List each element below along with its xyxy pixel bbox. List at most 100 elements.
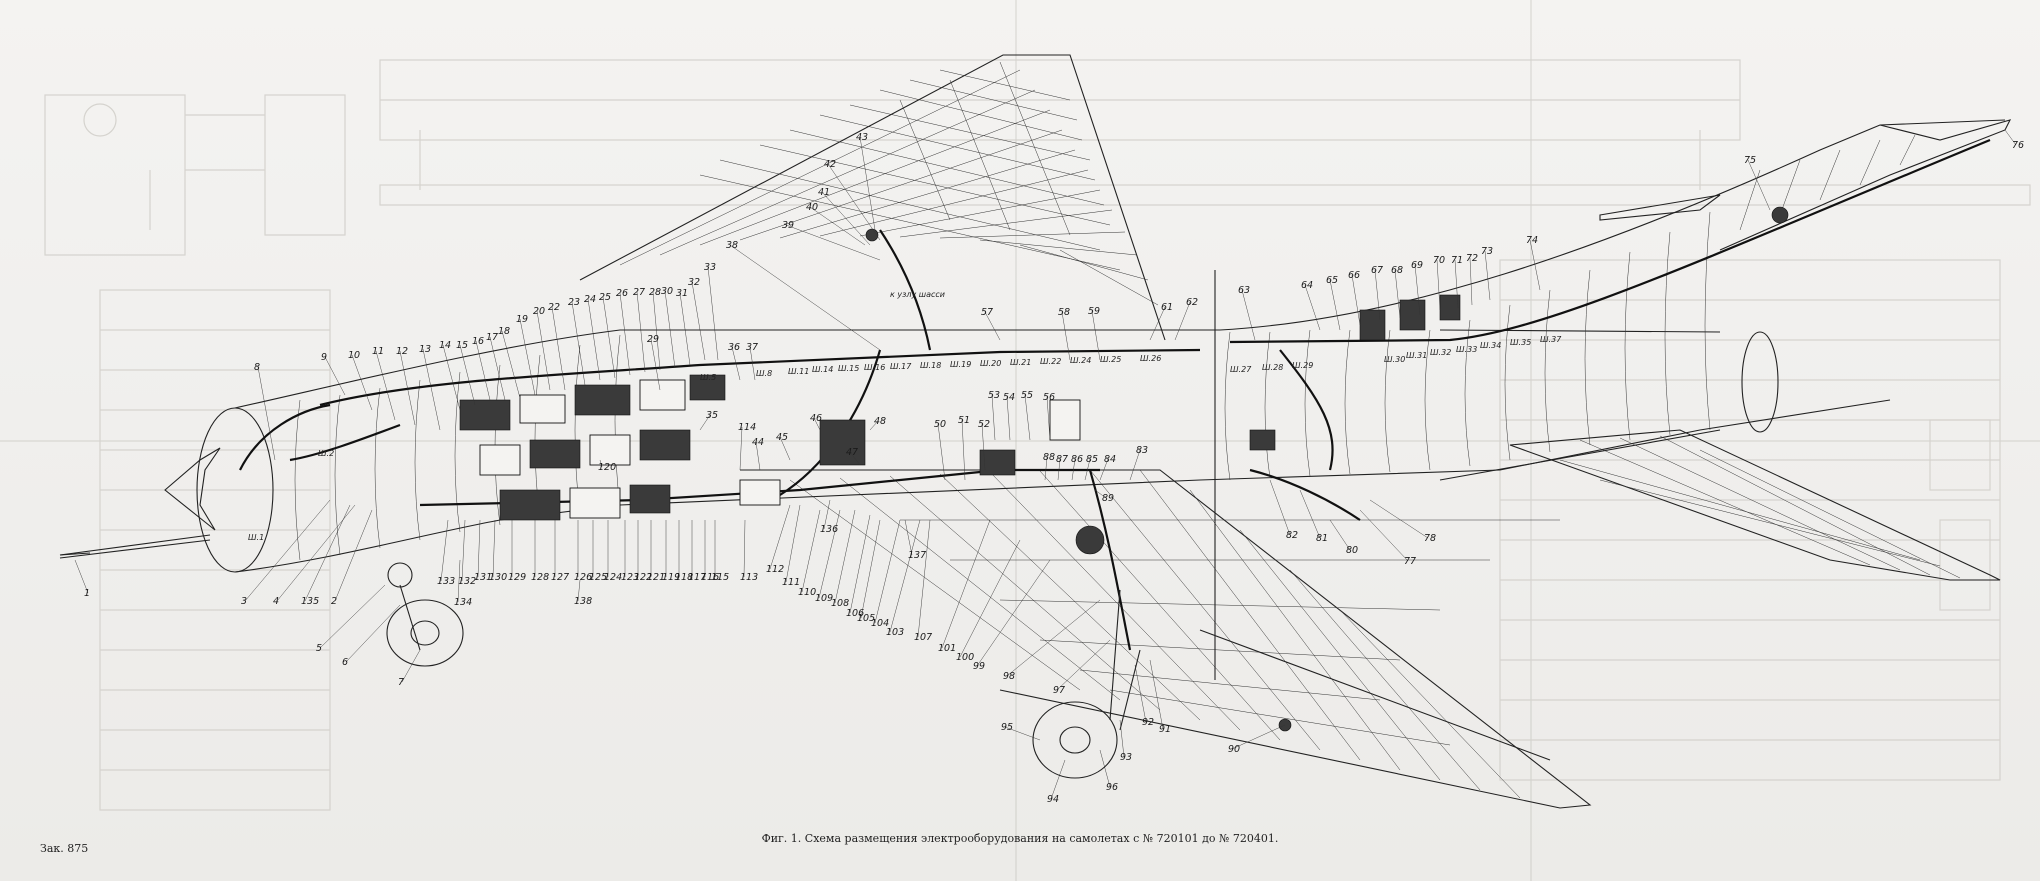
callout-leader-66 [1351, 274, 1361, 326]
callout-103: 103 [886, 627, 904, 638]
callout-leader-25 [602, 296, 616, 379]
callout-leader-82 [1269, 479, 1291, 536]
callout-81: 81 [1316, 533, 1328, 544]
callout-2: 2 [331, 596, 337, 607]
callout-11: 11 [372, 346, 384, 357]
callout-leader-94 [1050, 759, 1066, 800]
callout-105: 105 [857, 613, 875, 624]
callout-leader-55 [1024, 394, 1031, 441]
callout-leader-108 [834, 509, 856, 604]
callout-leader-46 [813, 417, 821, 431]
callout-119: 119 [662, 572, 680, 583]
callout-87: 87 [1056, 454, 1068, 465]
callout-leader-104 [874, 519, 901, 624]
callout-leader-58 [1061, 311, 1071, 361]
connector-label: Ш.21 [1010, 358, 1031, 367]
callout-leader-50 [937, 423, 946, 481]
callout-leader-74 [1529, 239, 1541, 291]
figure-caption: Фиг. 1. Схема размещения электрооборудов… [761, 832, 1279, 845]
callout-10: 10 [348, 350, 360, 361]
callout-57: 57 [981, 307, 993, 318]
callout-89: 89 [1102, 493, 1114, 504]
callout-86: 86 [1071, 454, 1083, 465]
callout-30: 30 [661, 286, 673, 297]
callout-leader-100 [959, 539, 1021, 658]
callout-35: 35 [706, 410, 718, 421]
callout-136: 136 [820, 524, 838, 535]
callout-leader-120 [599, 459, 603, 468]
callout-88: 88 [1043, 452, 1055, 463]
callout-33: 33 [704, 262, 716, 273]
wiring-harness [239, 138, 1991, 651]
callout-50: 50 [934, 419, 946, 430]
callout-47: 47 [846, 447, 858, 458]
connector-label: Ш.37 [1540, 335, 1562, 344]
callout-leader-12 [399, 350, 416, 426]
callout-130: 130 [489, 572, 507, 583]
callout-leader-86 [1071, 458, 1076, 481]
callout-leader-87 [1057, 458, 1061, 481]
callout-leader-54 [1006, 396, 1011, 441]
callout-55: 55 [1021, 390, 1033, 401]
connector-label: Ш.22 [1040, 357, 1061, 366]
callout-leader-15 [459, 344, 476, 406]
callout-leader-59 [1091, 310, 1101, 361]
callout-25: 25 [599, 292, 611, 303]
connector-label: Ш.25 [1100, 355, 1121, 364]
callout-leader-53 [991, 394, 996, 441]
callout-95: 95 [1001, 722, 1013, 733]
callout-27: 27 [633, 287, 645, 298]
callout-51: 51 [958, 415, 970, 426]
callout-110: 110 [798, 587, 816, 598]
callout-leader-138 [577, 579, 581, 602]
callout-20: 20 [533, 306, 545, 317]
callout-leader-10 [351, 354, 373, 411]
callout-leader-61 [1149, 306, 1166, 341]
fold-line [1530, 0, 1532, 881]
callout-leader-31 [679, 292, 691, 366]
callout-138: 138 [574, 596, 592, 607]
callout-131: 131 [474, 572, 492, 583]
callout-leader-2 [334, 509, 373, 602]
callout-leader-81 [1299, 489, 1321, 539]
callout-leader-4 [276, 504, 356, 602]
callout-137: 137 [908, 550, 926, 561]
callout-54: 54 [1003, 392, 1015, 403]
equipment-units [459, 206, 1789, 732]
connector-label: Ш.33 [1456, 345, 1477, 354]
callout-56: 56 [1043, 392, 1055, 403]
callout-85: 85 [1086, 454, 1098, 465]
callout-106: 106 [846, 608, 864, 619]
connector-label: Ш.30 [1384, 355, 1405, 364]
callout-118: 118 [675, 572, 693, 583]
callout-leader-3 [244, 499, 331, 602]
callout-117: 117 [688, 572, 706, 583]
callout-leader-29 [650, 338, 661, 391]
callout-leader-39 [785, 224, 881, 261]
callout-leader-6 [345, 604, 401, 663]
callout-82: 82 [1286, 530, 1298, 541]
callout-132: 132 [458, 576, 476, 587]
callout-8: 8 [254, 362, 260, 373]
callout-83: 83 [1136, 445, 1148, 456]
callout-leader-99 [976, 559, 1051, 667]
connector-label: Ш.28 [1262, 363, 1283, 372]
callout-22: 22 [548, 302, 560, 313]
callout-134: 134 [454, 597, 472, 608]
callout-12: 12 [396, 346, 408, 357]
callout-28: 28 [649, 287, 661, 298]
callout-leader-20 [536, 310, 551, 391]
callout-101: 101 [938, 643, 956, 654]
callout-leader-9 [324, 356, 346, 396]
callout-109: 109 [815, 593, 833, 604]
callout-leader-111 [785, 504, 801, 583]
callout-leader-1 [74, 559, 89, 594]
callout-111: 111 [782, 577, 800, 588]
callout-58: 58 [1058, 307, 1070, 318]
callout-leader-33 [707, 266, 719, 361]
callout-leader-44 [755, 441, 761, 471]
callout-108: 108 [831, 598, 849, 609]
callout-17: 17 [486, 332, 498, 343]
callout-24: 24 [584, 294, 596, 305]
callout-leader-110 [801, 509, 821, 593]
